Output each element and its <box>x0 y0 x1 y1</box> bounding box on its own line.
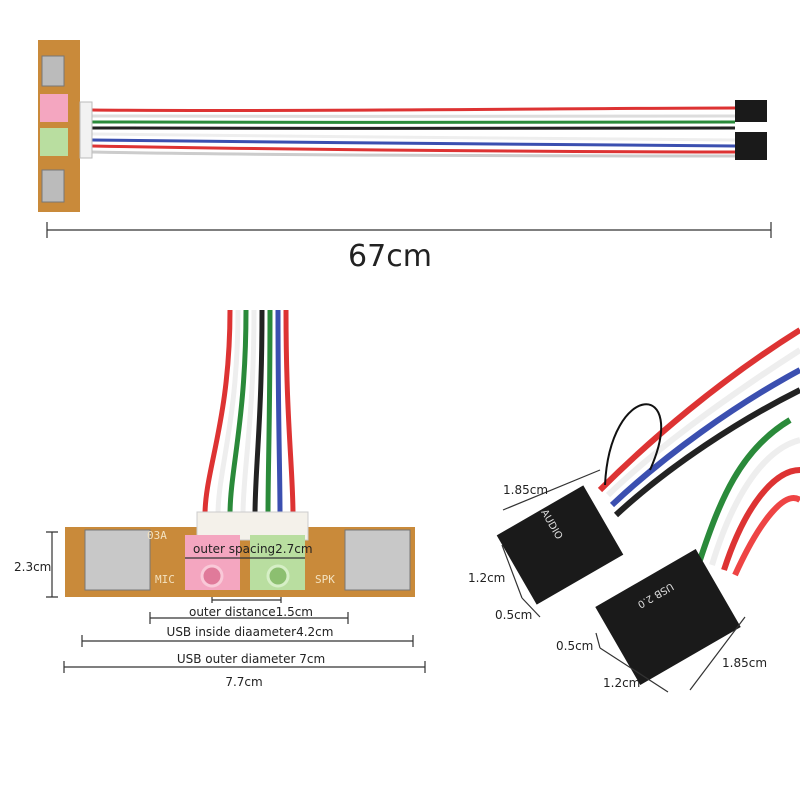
usb-header-icon <box>735 100 767 122</box>
audio-width-label: 1.2cm <box>468 571 505 585</box>
headers-closeup: AUDIO USB 2.0 1.85cm 1.2cm 0.5cm 0.5cm 1… <box>468 327 800 693</box>
model-silkscreen: 03A <box>147 529 167 542</box>
usb-inside-label: USB inside diaameter4.2cm <box>167 625 334 639</box>
usb-inside-line <box>149 612 349 624</box>
cable-bundle <box>91 106 736 158</box>
usb-width-label: 1.2cm <box>603 676 640 690</box>
usb-depth-label: 0.5cm <box>556 639 593 653</box>
usb-port-right <box>344 529 411 591</box>
board-wires <box>202 309 296 516</box>
jack-distance-line <box>211 597 282 603</box>
mic-jack-icon <box>40 94 68 122</box>
length-dimension-line <box>46 222 772 238</box>
header-wires <box>597 327 800 577</box>
usb-width-line <box>599 647 669 693</box>
audio-header-icon <box>735 132 767 160</box>
spk-jack-hole <box>266 564 290 588</box>
usb-depth-line <box>595 632 601 649</box>
usb-header: USB 2.0 <box>595 549 741 685</box>
audio-header: AUDIO <box>496 485 624 605</box>
board-closeup: MIC SPK 03A outer spacing2.7cm 2.3cm out… <box>14 309 426 689</box>
height-label: 2.3cm <box>14 560 51 574</box>
usb-port-icon <box>41 169 65 203</box>
audio-width-line <box>501 544 523 599</box>
total-width-label: 7.7cm <box>225 675 262 689</box>
mic-silkscreen: MIC <box>155 573 175 586</box>
full-cable-view: 67cm <box>38 40 772 274</box>
mic-jack-hole <box>200 564 224 588</box>
outer-distance-label: outer distance1.5cm <box>189 605 313 619</box>
pcb-connector <box>79 101 93 159</box>
total-width-line <box>63 661 426 673</box>
usb-outer-line <box>81 635 414 647</box>
outer-spacing-label: outer spacing2.7cm <box>193 542 313 556</box>
audio-length-line <box>502 469 601 511</box>
usb-port-left <box>84 529 151 591</box>
audio-depth-label: 0.5cm <box>495 608 532 622</box>
spk-jack-icon <box>40 128 68 156</box>
height-dimension-line <box>46 531 58 598</box>
audio-depth-line <box>521 597 541 618</box>
usb-length-line <box>689 616 746 691</box>
audio-length-label: 1.85cm <box>503 483 548 497</box>
usb-length-label: 1.85cm <box>722 656 767 670</box>
usb-outer-label: USB outer diameter 7cm <box>177 652 325 666</box>
usb-port-icon <box>41 55 65 87</box>
loop-wire <box>604 403 663 486</box>
length-label: 67cm <box>348 239 432 274</box>
spk-silkscreen: SPK <box>315 573 335 586</box>
